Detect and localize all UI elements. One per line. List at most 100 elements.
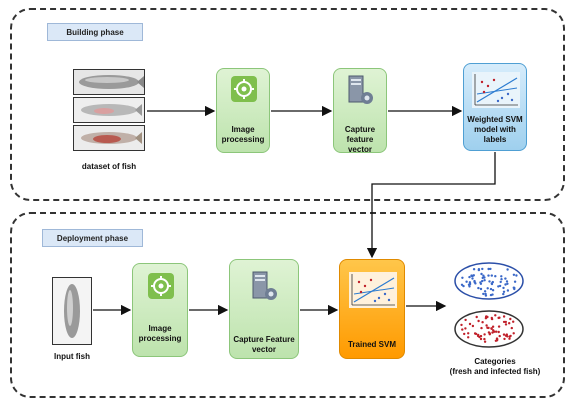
- category-dot: [515, 274, 518, 277]
- deployment-phase-container: [10, 212, 565, 398]
- category-dot: [473, 281, 476, 284]
- category-dot: [467, 336, 470, 339]
- server-gear-icon: [249, 270, 281, 309]
- category-dot: [504, 277, 507, 280]
- input-fish-label: Input fish: [54, 352, 90, 361]
- category-dot: [483, 340, 487, 343]
- category-dot: [484, 317, 488, 320]
- category-dot: [483, 337, 486, 341]
- deployment-svm-label: Trained SVM: [347, 340, 396, 349]
- category-dot: [485, 324, 488, 327]
- category-dot: [502, 286, 505, 290]
- category-dot: [483, 333, 486, 336]
- dataset-fish-image-3: [73, 125, 145, 151]
- building-svm-label: Weighted SVM model with labels: [467, 115, 523, 144]
- category-dot: [477, 268, 481, 271]
- category-dot: [484, 294, 488, 297]
- category-dot: [490, 327, 493, 330]
- category-dot: [509, 317, 512, 321]
- building-capture-box: Capture feature vector: [333, 68, 387, 154]
- category-dot: [497, 316, 500, 320]
- category-dot: [491, 293, 494, 296]
- building-capture-label: Capture feature vector: [344, 125, 376, 154]
- category-dot: [502, 315, 506, 318]
- category-dot: [506, 282, 509, 285]
- category-dot: [474, 332, 478, 336]
- category-dot: [492, 329, 495, 332]
- category-dot: [481, 276, 484, 280]
- category-dot: [467, 332, 470, 335]
- category-dot: [477, 319, 480, 323]
- category-dot: [495, 330, 498, 333]
- category-dot: [494, 314, 497, 317]
- categories-sublabel: (fresh and infected fish): [449, 367, 541, 376]
- category-dot: [464, 327, 467, 330]
- category-dot: [481, 279, 484, 283]
- category-dot: [490, 274, 493, 277]
- category-dot: [506, 289, 510, 292]
- category-dot: [461, 276, 464, 279]
- category-dot: [498, 334, 501, 338]
- category-dot: [509, 334, 512, 338]
- category-dot: [471, 277, 474, 280]
- scatter-plot-icon: [472, 72, 520, 113]
- category-dot: [503, 337, 506, 341]
- category-dot: [477, 333, 480, 337]
- category-dot: [498, 284, 502, 288]
- deployment-image-processing-label: Image processing: [138, 324, 182, 343]
- category-dot: [488, 333, 491, 336]
- deployment-capture-box: Capture Feature vector: [229, 259, 299, 359]
- category-dot: [502, 333, 506, 336]
- category-dot: [500, 278, 503, 281]
- category-dot: [512, 273, 516, 276]
- category-dot: [480, 326, 483, 330]
- category-dot: [483, 290, 487, 293]
- category-dot: [491, 331, 494, 334]
- input-fish-image: [52, 277, 92, 345]
- category-dot: [506, 268, 509, 271]
- category-dot: [472, 274, 475, 277]
- category-dot: [464, 318, 467, 322]
- category-dot: [505, 280, 509, 283]
- category-dot: [490, 316, 493, 320]
- category-dot: [504, 283, 507, 286]
- category-dot: [471, 324, 475, 328]
- category-dot: [513, 287, 516, 291]
- category-dot: [494, 275, 497, 278]
- category-dot: [487, 274, 490, 277]
- building-phase-container: [10, 8, 565, 201]
- category-dot: [502, 292, 505, 296]
- category-dot: [482, 274, 485, 277]
- deployment-svm-box: Trained SVM: [339, 259, 405, 359]
- category-dot: [465, 280, 468, 283]
- gear-brain-icon: [148, 273, 174, 304]
- deployment-phase-label: Deployment phase: [42, 229, 143, 247]
- building-image-processing-box: Image processing: [216, 68, 270, 153]
- category-dot: [512, 320, 515, 323]
- dataset-label: dataset of fish: [81, 162, 137, 171]
- building-svm-box: Weighted SVM model with labels: [463, 63, 527, 151]
- dataset-fish-image-2: [73, 97, 145, 123]
- category-dot: [502, 290, 506, 293]
- fresh-fish-ellipse: [454, 262, 524, 300]
- category-dot: [486, 287, 489, 290]
- category-dot: [497, 330, 500, 334]
- infected-fish-ellipse: [454, 310, 524, 348]
- category-dot: [513, 280, 517, 283]
- category-dot: [470, 274, 473, 277]
- category-dot: [461, 328, 464, 331]
- categories-label: Categories: [474, 357, 516, 366]
- category-dot: [481, 321, 484, 324]
- category-dot: [504, 323, 508, 326]
- category-dot: [460, 283, 464, 286]
- category-dot: [485, 315, 488, 318]
- category-dot: [489, 267, 492, 271]
- category-dot: [502, 320, 506, 324]
- category-dot: [479, 287, 483, 291]
- category-dot: [460, 323, 463, 327]
- category-dot: [500, 275, 503, 278]
- category-dot: [497, 285, 500, 288]
- category-dot: [491, 325, 495, 328]
- category-dot: [463, 332, 466, 336]
- deployment-image-processing-box: Image processing: [132, 263, 188, 357]
